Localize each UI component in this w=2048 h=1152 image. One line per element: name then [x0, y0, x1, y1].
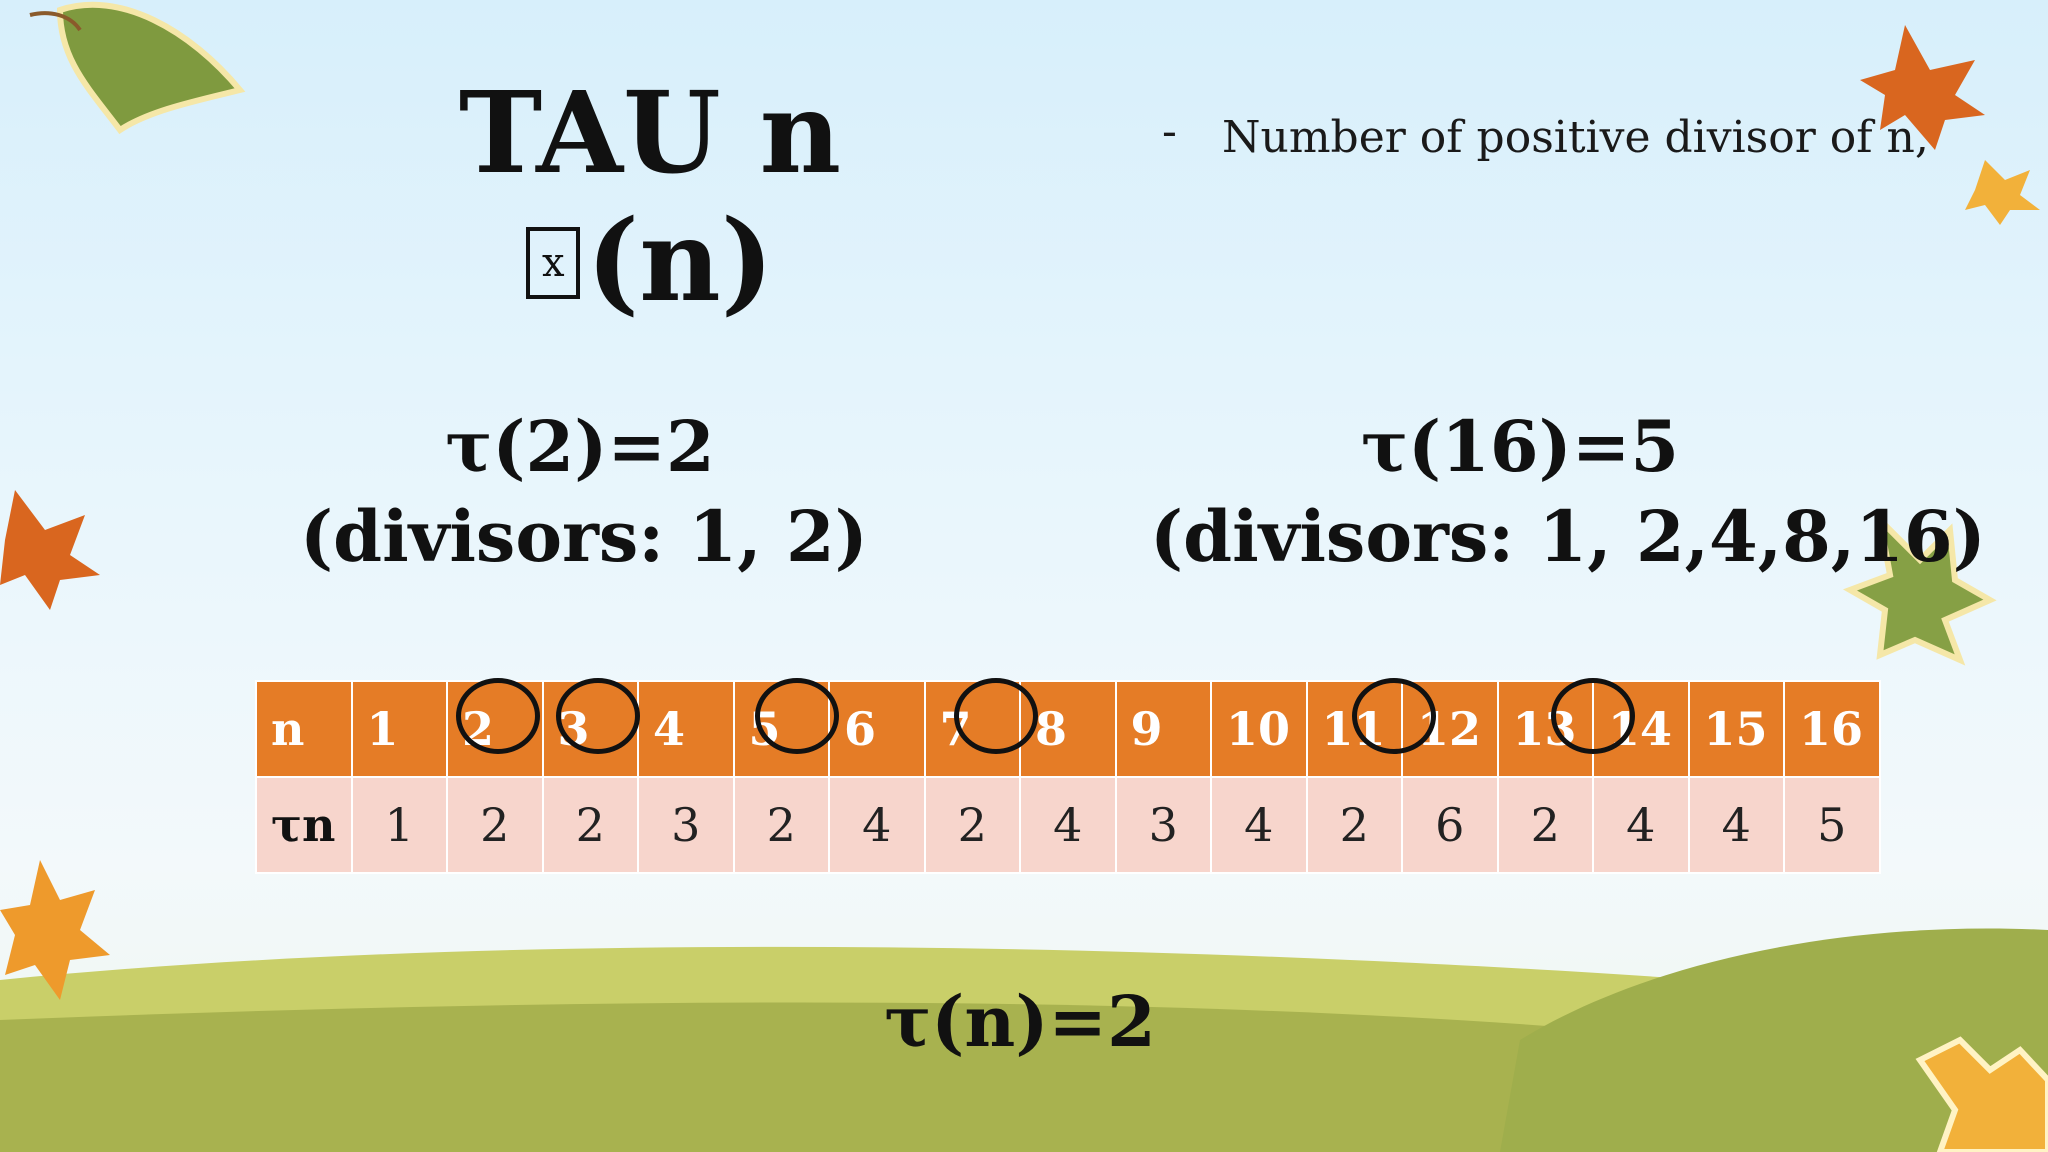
bullet-text: Number of positive divisor of n, — [1222, 112, 1929, 163]
tau-cell: 5 — [1783, 776, 1881, 874]
tau-cell: 2 — [923, 776, 1021, 874]
prime-circle-7 — [953, 678, 1038, 754]
tau-cell: 2 — [446, 776, 544, 874]
tau-cell: 2 — [732, 776, 830, 874]
leaf-bottom-left-icon — [0, 860, 110, 1000]
prime-circle-5 — [754, 678, 839, 754]
n-cell: 15 — [1687, 680, 1785, 778]
leaf-top-left-icon — [29, 1, 246, 135]
title-line2-text: (n) — [586, 196, 774, 327]
example1-formula: τ(2)=2 — [445, 405, 715, 488]
bottom-formula: τ(n)=2 — [884, 980, 1156, 1063]
tau-cell: 4 — [1210, 776, 1308, 874]
n-cell: 16 — [1783, 680, 1881, 778]
row-tau-header: τn — [255, 776, 353, 874]
tau-cell: 2 — [1496, 776, 1594, 874]
tau-cell: 4 — [1019, 776, 1117, 874]
example2-divisors: (divisors: 1, 2,4,8,16) — [1150, 495, 1986, 578]
missing-glyph-icon: x — [526, 227, 581, 299]
tau-cell: 1 — [350, 776, 448, 874]
tau-cell: 2 — [1305, 776, 1403, 874]
leaf-top-right-yellow-icon — [1965, 160, 2040, 225]
tau-cell: 6 — [1401, 776, 1499, 874]
right-hill — [1500, 928, 2048, 1152]
example-tau-2: τ(2)=2 (divisors: 1, 2) — [300, 402, 868, 582]
prime-circle-3 — [555, 678, 640, 754]
slide-title: TAU n x(n) — [430, 70, 870, 326]
leaf-right-green-icon — [1842, 511, 1997, 666]
tau-cell: 3 — [1114, 776, 1212, 874]
n-cell: 1 — [350, 680, 448, 778]
example2-formula: τ(16)=5 — [1360, 405, 1680, 488]
n-cell: 9 — [1114, 680, 1212, 778]
prime-circle-2 — [456, 678, 540, 754]
leaf-top-right-orange-icon — [1860, 25, 1985, 150]
tau-cell: 4 — [1687, 776, 1785, 874]
tau-cell: 4 — [1592, 776, 1690, 874]
leaf-bottom-right-icon — [1915, 1036, 2048, 1152]
leaf-left-orange-icon — [0, 490, 100, 610]
title-line1: TAU n — [458, 68, 842, 199]
prime-circle-13 — [1550, 678, 1635, 754]
bullet-dash: - — [1162, 106, 1177, 157]
example-tau-16: τ(16)=5 (divisors: 1, 2,4,8,16) — [1150, 402, 1986, 582]
tau-cell: 4 — [828, 776, 926, 874]
n-cell: 10 — [1210, 680, 1308, 778]
prime-circle-11 — [1351, 678, 1436, 754]
title-line2: x(n) — [430, 198, 870, 326]
tau-cell: 2 — [541, 776, 639, 874]
row-n-header: n — [255, 680, 353, 778]
tau-cell: 3 — [637, 776, 735, 874]
n-cell: 4 — [637, 680, 735, 778]
n-cell: 6 — [828, 680, 926, 778]
example1-divisors: (divisors: 1, 2) — [300, 495, 868, 578]
